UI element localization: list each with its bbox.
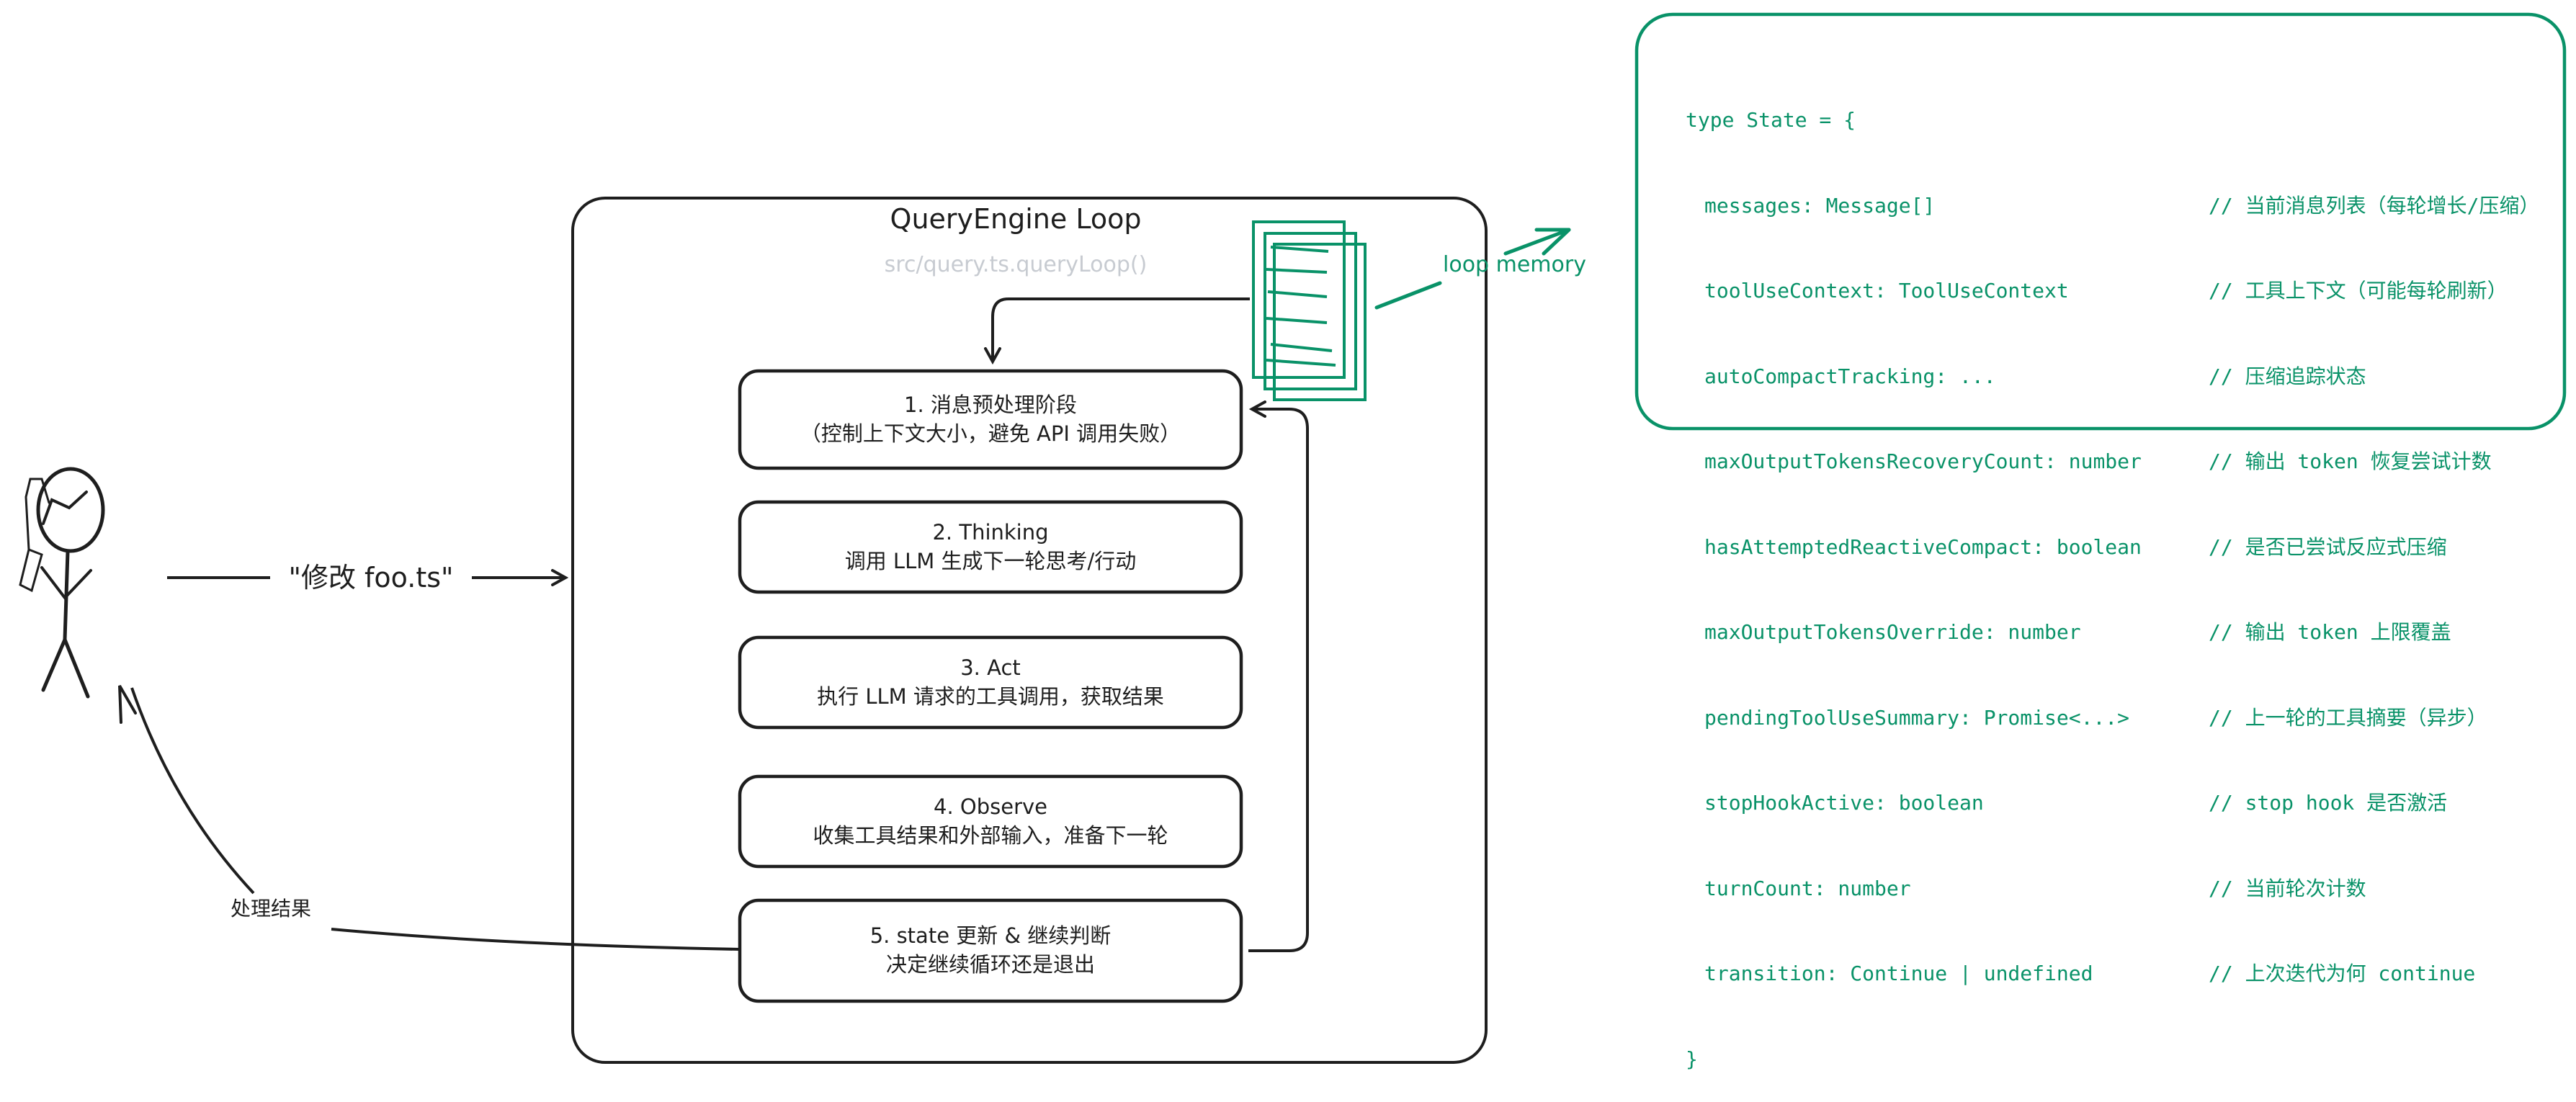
stick-figure-with-phone-icon bbox=[19, 467, 105, 699]
loop-container bbox=[571, 197, 1488, 1064]
step-box-1 bbox=[738, 369, 1243, 470]
state-panel-border bbox=[1634, 12, 2567, 431]
diagram-canvas bbox=[19, 12, 2567, 1064]
step-box-5 bbox=[738, 898, 1243, 1003]
field-comment: // 当前消息列表（每轮增长/压缩） bbox=[2209, 193, 2540, 218]
memory-link-arrow bbox=[1374, 228, 1571, 310]
state-field-row: transition: Continue | undefined // 上次迭代为… bbox=[1686, 959, 2539, 988]
field-comment: // 工具上下文（可能每轮刷新） bbox=[2209, 279, 2508, 303]
state-field-row: autoCompactTracking: ... // 压缩追踪状态 bbox=[1686, 362, 2539, 391]
return-arrowhead bbox=[118, 684, 137, 724]
step-3: 3. Act 执行 LLM 请求的工具调用，获取结果 bbox=[740, 653, 1241, 711]
step-title: 4. Observe bbox=[934, 794, 1047, 819]
field-decl: messages: Message[] bbox=[1704, 193, 1936, 218]
field-comment: // 输出 token 恢复尝试计数 bbox=[2209, 449, 2492, 473]
memory-link-arrowhead bbox=[1534, 228, 1571, 256]
step-title: 5. state 更新 & 继续判断 bbox=[869, 923, 1112, 948]
step-title: 1. 消息预处理阶段 bbox=[904, 393, 1077, 417]
state-field-row: toolUseContext: ToolUseContext // 工具上下文（可… bbox=[1686, 277, 2539, 305]
field-comment: // 输出 token 上限覆盖 bbox=[2209, 620, 2451, 644]
step-title: 2. Thinking bbox=[932, 520, 1049, 545]
field-comment: // 上一轮的工具摘要（异步） bbox=[2209, 705, 2487, 730]
field-decl: autoCompactTracking: ... bbox=[1704, 364, 1996, 388]
field-comment: // 当前轮次计数 bbox=[2209, 876, 2366, 900]
loop-title: QueryEngine Loop bbox=[890, 203, 1142, 235]
field-decl: pendingToolUseSummary: Promise<...> bbox=[1704, 705, 2130, 730]
state-field-row: pendingToolUseSummary: Promise<...> // 上一… bbox=[1686, 704, 2539, 733]
return-arrow bbox=[130, 687, 741, 951]
step-description: 决定继续循环还是退出 bbox=[885, 952, 1095, 977]
step-5: 5. state 更新 & 继续判断 决定继续循环还是退出 bbox=[740, 921, 1241, 979]
step-4: 4. Observe 收集工具结果和外部输入，准备下一轮 bbox=[740, 792, 1241, 850]
step-1: 1. 消息预处理阶段 （控制上下文大小，避免 API 调用失败） bbox=[740, 390, 1241, 448]
request-label: "修改 foo.ts" bbox=[270, 562, 472, 593]
field-decl: stopHookActive: boolean bbox=[1704, 791, 1984, 815]
field-decl: maxOutputTokensRecoveryCount: number bbox=[1704, 449, 2142, 473]
loop-subtitle: src/query.ts.queryLoop() bbox=[884, 252, 1148, 277]
field-comment: // 是否已尝试反应式压缩 bbox=[2209, 534, 2447, 559]
step-description: （控制上下文大小，避免 API 调用失败） bbox=[800, 421, 1181, 446]
loop-back-arrow bbox=[1248, 409, 1309, 952]
step-box-3 bbox=[738, 635, 1243, 730]
field-comment: // 上次迭代为何 continue bbox=[2209, 962, 2476, 985]
step-box-2 bbox=[738, 500, 1243, 594]
field-decl: hasAttemptedReactiveCompact: boolean bbox=[1704, 534, 2142, 559]
state-field-row: turnCount: number // 当前轮次计数 bbox=[1686, 874, 2539, 903]
state-field-row: maxOutputTokensRecoveryCount: number // 输… bbox=[1686, 447, 2539, 476]
step-2: 2. Thinking 调用 LLM 生成下一轮思考/行动 bbox=[740, 518, 1241, 575]
state-field-row: messages: Message[] // 当前消息列表（每轮增长/压缩） bbox=[1686, 192, 2539, 220]
field-decl: toolUseContext: ToolUseContext bbox=[1704, 279, 2069, 303]
code-close: } bbox=[1686, 1047, 1698, 1071]
step-description: 执行 LLM 请求的工具调用，获取结果 bbox=[817, 684, 1164, 709]
field-decl: turnCount: number bbox=[1704, 876, 1911, 900]
step-description: 调用 LLM 生成下一轮思考/行动 bbox=[844, 549, 1137, 573]
state-field-row: stopHookActive: boolean // stop hook 是否激活 bbox=[1686, 789, 2539, 817]
field-decl: transition: Continue | undefined bbox=[1704, 962, 2093, 985]
step-boxes bbox=[738, 369, 1243, 1003]
field-comment: // 压缩追踪状态 bbox=[2209, 364, 2366, 388]
step-box-4 bbox=[738, 774, 1243, 869]
state-type-code: type State = { messages: Message[] // 当前消… bbox=[1686, 49, 2539, 1102]
step-title: 3. Act bbox=[960, 655, 1021, 680]
state-field-row: maxOutputTokensOverride: number // 输出 tok… bbox=[1686, 618, 2539, 647]
code-open: type State = { bbox=[1686, 108, 1856, 132]
document-stack-icon bbox=[1252, 220, 1367, 401]
field-comment: // stop hook 是否激活 bbox=[2209, 791, 2448, 815]
state-field-row: hasAttemptedReactiveCompact: boolean // 是… bbox=[1686, 533, 2539, 562]
step-description: 收集工具结果和外部输入，准备下一轮 bbox=[813, 823, 1168, 848]
return-label: 处理结果 bbox=[231, 897, 312, 920]
memory-label: loop memory bbox=[1443, 252, 1586, 277]
memory-to-step1-arrow bbox=[993, 297, 1250, 362]
field-decl: maxOutputTokensOverride: number bbox=[1704, 620, 2081, 644]
